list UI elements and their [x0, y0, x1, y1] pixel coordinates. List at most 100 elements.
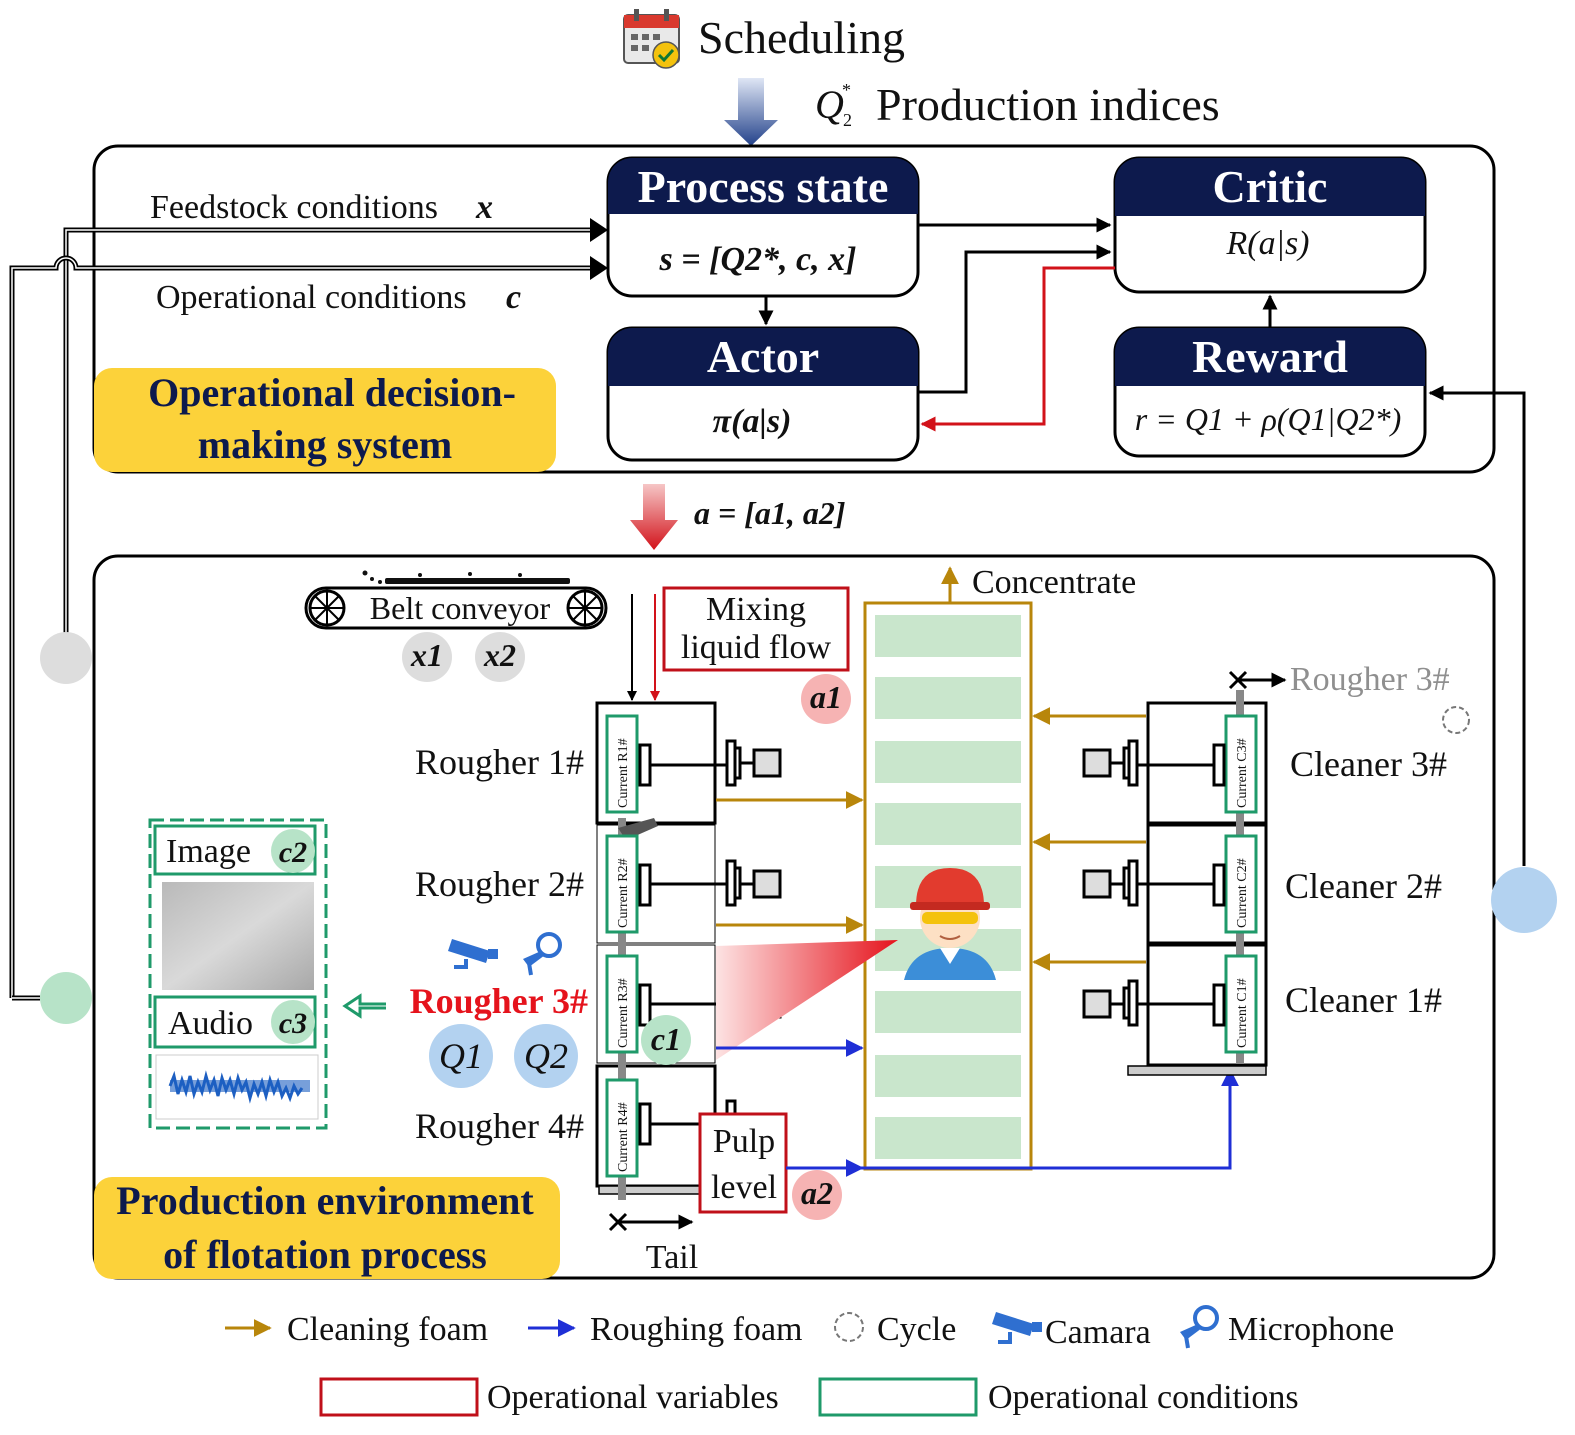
current-c2-box: Current C2# — [1224, 834, 1258, 934]
a1-node — [801, 674, 851, 724]
mixing-line2: liquid flow — [681, 629, 832, 666]
svg-text:Current R4#: Current R4# — [616, 1102, 631, 1172]
process-state-formula: s = [Q2*, c, x] — [659, 241, 857, 278]
belt-conveyor-label: Belt conveyor — [370, 590, 551, 626]
cleaner1-label: Cleaner 1# — [1285, 980, 1442, 1020]
belt-conveyor: Belt conveyor — [304, 570, 608, 630]
rougher1-label: Rougher 1# — [415, 742, 584, 782]
environment-label-line1: Production environment — [116, 1178, 534, 1223]
action-down-arrow — [630, 484, 678, 550]
x2-label: x2 — [483, 637, 516, 673]
observation-beam — [716, 940, 898, 1060]
reward-title: Reward — [1192, 331, 1348, 382]
pulp-line1: Pulp — [713, 1123, 775, 1160]
environment-panel — [92, 554, 1496, 1280]
image-label: Image — [166, 833, 251, 870]
pulp-level-box — [698, 1112, 788, 1214]
scheduling-label: Scheduling — [698, 12, 905, 63]
decision-system-label-line1: Operational decision- — [148, 370, 516, 415]
critic-formula: R(a|s) — [1226, 225, 1310, 262]
production-indices-label: Production indices — [876, 79, 1220, 130]
environment-label-line2: of flotation process — [163, 1232, 487, 1277]
legend-cleaning-foam: Cleaning foam — [287, 1311, 488, 1348]
actor-formula: π(a|s) — [713, 403, 792, 440]
q2-star-symbol: Q — [815, 82, 844, 127]
roughing-foam-to-cleaner — [862, 1068, 1239, 1170]
critic-title: Critic — [1213, 161, 1328, 212]
rougher3-label: Rougher 3# — [410, 981, 588, 1021]
svg-text:Current R2#: Current R2# — [616, 858, 631, 928]
current-r2-box: Current R2# — [605, 834, 639, 934]
rougher4-label: Rougher 4# — [415, 1106, 584, 1146]
critic-box: Critic R(a|s) — [1113, 156, 1427, 294]
sensing-arrow — [342, 993, 386, 1019]
c2-label: c2 — [279, 836, 307, 869]
current-r3-box: Current R3# — [605, 954, 639, 1054]
decision-system-label-bg — [94, 368, 556, 472]
svg-text:Current R3#: Current R3# — [616, 978, 631, 1048]
microphone-icon — [523, 932, 562, 976]
reward-formula: r = Q1 + ρ(Q1|Q2*) — [1135, 401, 1401, 437]
current-r1-box: Current R1# — [605, 714, 639, 814]
froth-image — [162, 882, 314, 990]
feedstock-conditions-label: Feedstock conditions — [150, 189, 438, 226]
svg-text:Current C2#: Current C2# — [1235, 858, 1250, 928]
a1-label: a1 — [810, 679, 842, 715]
calendar-icon — [623, 9, 680, 69]
svg-text:Current R1#: Current R1# — [616, 738, 631, 808]
q-to-reward-arrow — [1428, 385, 1526, 866]
decision-system-panel — [92, 144, 1496, 474]
legend-camera: Camara — [1045, 1314, 1151, 1351]
legend-operational-conditions: Operational conditions — [988, 1379, 1299, 1416]
c1-label: c1 — [651, 1021, 681, 1057]
feedstock-var: x — [475, 189, 493, 226]
rougher2-label: Rougher 2# — [415, 864, 584, 904]
feedstock-node — [40, 632, 92, 684]
current-c1-box: Current C1# — [1224, 954, 1258, 1054]
q1-node — [429, 1024, 493, 1088]
concentrate-label: Concentrate — [972, 564, 1136, 601]
actor-box: Actor π(a|s) — [606, 326, 920, 462]
actor-title: Actor — [707, 331, 819, 382]
operational-node — [40, 972, 92, 1024]
x2-node — [475, 632, 525, 682]
worker-icon — [904, 868, 996, 980]
legend-operational-conditions-swatch — [818, 1377, 978, 1417]
legend-operational-variables: Operational variables — [487, 1379, 779, 1416]
mixing-line1: Mixing — [706, 591, 806, 628]
c3-label: c3 — [279, 1007, 307, 1040]
cycle-icon — [1442, 706, 1470, 734]
q2-star-subscript: 2 — [843, 110, 852, 130]
current-c3-box: Current C3# — [1224, 714, 1258, 814]
x1-node — [402, 632, 452, 682]
mixing-liquid-flow-box — [662, 586, 850, 672]
cleaner-impellers — [1082, 739, 1226, 1027]
operational-var: c — [506, 279, 521, 316]
current-r4-box: Current R4# — [605, 1078, 639, 1178]
tail-label: Tail — [646, 1239, 698, 1276]
legend-cycle-icon — [834, 1312, 864, 1342]
cleaner2-label: Cleaner 2# — [1285, 866, 1442, 906]
critic-to-actor-arrow — [920, 266, 1115, 432]
actor-to-critic-arrow — [918, 244, 1112, 394]
rougher3-return-label: Rougher 3# — [1290, 661, 1450, 698]
scheduling-down-arrow — [724, 78, 778, 146]
q2-node — [514, 1024, 578, 1088]
q1-label: Q1 — [439, 1036, 483, 1076]
legend-microphone: Microphone — [1228, 1311, 1394, 1348]
q2-label: Q2 — [524, 1036, 568, 1076]
pulp-line2: level — [711, 1169, 777, 1206]
audio-waveform — [155, 1054, 319, 1120]
decision-system-label-line2: making system — [198, 422, 452, 467]
c3-node — [271, 1000, 315, 1044]
x1-label: x1 — [410, 637, 443, 673]
reward-box: Reward r = Q1 + ρ(Q1|Q2*) — [1113, 326, 1427, 458]
q2-star-superscript: * — [842, 80, 851, 100]
legend-roughing-foam: Roughing foam — [590, 1311, 802, 1348]
c1-node — [641, 1015, 691, 1065]
a2-node — [792, 1170, 842, 1220]
audio-label: Audio — [168, 1005, 253, 1042]
svg-text:Current C3#: Current C3# — [1235, 738, 1250, 808]
